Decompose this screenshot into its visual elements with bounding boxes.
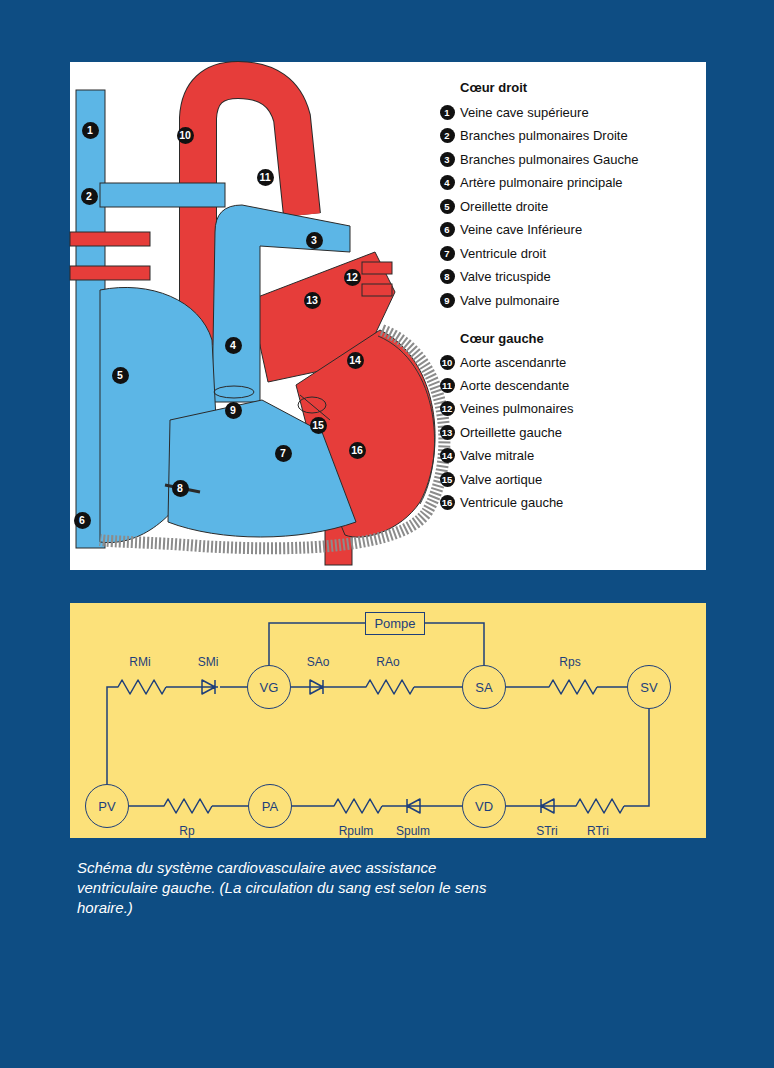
callout-number: 6: [440, 222, 455, 237]
legend-item: Ventricule gauche: [460, 495, 563, 510]
callout-number: 15: [440, 472, 455, 487]
compartment-circle: SV: [627, 665, 671, 709]
callout-number: 3: [440, 152, 455, 167]
resistor-symbol: [362, 680, 414, 694]
node-text: SV: [640, 680, 657, 695]
callout-number: 4: [225, 337, 242, 354]
legend-item: Orteillette gauche: [460, 425, 562, 440]
callout-number: 8: [440, 269, 455, 284]
callout-number: 16: [440, 495, 455, 510]
legend-item: Aorte descendante: [460, 378, 569, 393]
legend-item: Veines pulmonaires: [460, 401, 573, 416]
callout-number: 13: [440, 425, 455, 440]
resistor-symbol: [330, 799, 382, 813]
node-text: PV: [98, 799, 115, 814]
callout-number: 7: [440, 246, 455, 261]
component-label: Rpulm: [339, 824, 374, 838]
node-text: VG: [260, 680, 279, 695]
legend-item: Oreillette droite: [460, 199, 548, 214]
legend-item: Artère pulmonaire principale: [460, 175, 623, 190]
callout-number: 2: [440, 128, 455, 143]
diode-symbol: [536, 799, 558, 813]
callout-number: 6: [74, 512, 91, 529]
compartment-circle: PA: [248, 784, 292, 828]
callout-number: 9: [440, 293, 455, 308]
compartment-circle: VD: [462, 784, 506, 828]
pump-box: Pompe: [365, 612, 425, 635]
legend-item: Valve pulmonaire: [460, 293, 559, 308]
circuit-wire: [425, 623, 484, 665]
component-label: SAo: [307, 655, 330, 669]
component-label: Rps: [559, 655, 580, 669]
callout-number: 10: [177, 127, 194, 144]
legend-item: Veine cave Inférieure: [460, 222, 582, 237]
node-text: VD: [475, 799, 493, 814]
callout-number: 5: [440, 199, 455, 214]
component-label: Rp: [179, 824, 194, 838]
callout-number: 11: [257, 169, 274, 186]
node-text: PA: [262, 799, 278, 814]
callout-number: 7: [275, 445, 292, 462]
figure-caption: Schéma du système cardiovasculaire avec …: [77, 858, 497, 918]
callout-number: 11: [440, 378, 455, 393]
component-label: RMi: [129, 655, 150, 669]
legend-item: Valve aortique: [460, 472, 542, 487]
node-text: Pompe: [374, 616, 415, 631]
circuit-wire: [506, 709, 649, 806]
callout-number: 16: [349, 442, 366, 459]
resistor-symbol: [545, 680, 597, 694]
resistor-symbol: [572, 799, 624, 813]
resistor-symbol: [160, 799, 212, 813]
legend-item: Branches pulmonaires Droite: [460, 128, 628, 143]
callout-number: 12: [344, 269, 361, 286]
component-label: RAo: [376, 655, 399, 669]
component-label: RTri: [587, 824, 609, 838]
resistor-symbol: [114, 680, 166, 694]
component-label: SMi: [198, 655, 219, 669]
callout-number: 14: [347, 352, 364, 369]
callout-number: 15: [310, 417, 327, 434]
compartment-circle: VG: [247, 665, 291, 709]
circuit-wire: [107, 687, 247, 784]
compartment-circle: PV: [85, 784, 129, 828]
legend-item: Veine cave supérieure: [460, 105, 589, 120]
legend-heading: Cœur droit: [460, 80, 527, 95]
callout-number: 13: [304, 292, 321, 309]
component-label: Spulm: [396, 824, 430, 838]
legend-heading: Cœur gauche: [460, 331, 544, 346]
legend-item: Valve mitrale: [460, 448, 534, 463]
callout-number: 9: [225, 402, 242, 419]
callout-number: 1: [440, 105, 455, 120]
legend-item: Branches pulmonaires Gauche: [460, 152, 639, 167]
callout-number: 3: [306, 232, 323, 249]
legend-item: Ventricule droit: [460, 246, 546, 261]
callout-number: 14: [440, 448, 455, 463]
callout-number: 1: [82, 122, 99, 139]
legend-item: Aorte ascendanrte: [460, 355, 566, 370]
legend-item: Valve tricuspide: [460, 269, 551, 284]
callout-number: 2: [81, 188, 98, 205]
node-text: SA: [475, 680, 492, 695]
compartment-circle: SA: [462, 665, 506, 709]
callout-number: 5: [112, 367, 129, 384]
callout-number: 8: [172, 480, 189, 497]
component-label: STri: [536, 824, 558, 838]
callout-number: 10: [440, 355, 455, 370]
callout-number: 12: [440, 401, 455, 416]
diode-symbol: [306, 680, 328, 694]
callout-number: 4: [440, 175, 455, 190]
diode-symbol: [198, 680, 218, 694]
diode-symbol: [402, 799, 424, 813]
